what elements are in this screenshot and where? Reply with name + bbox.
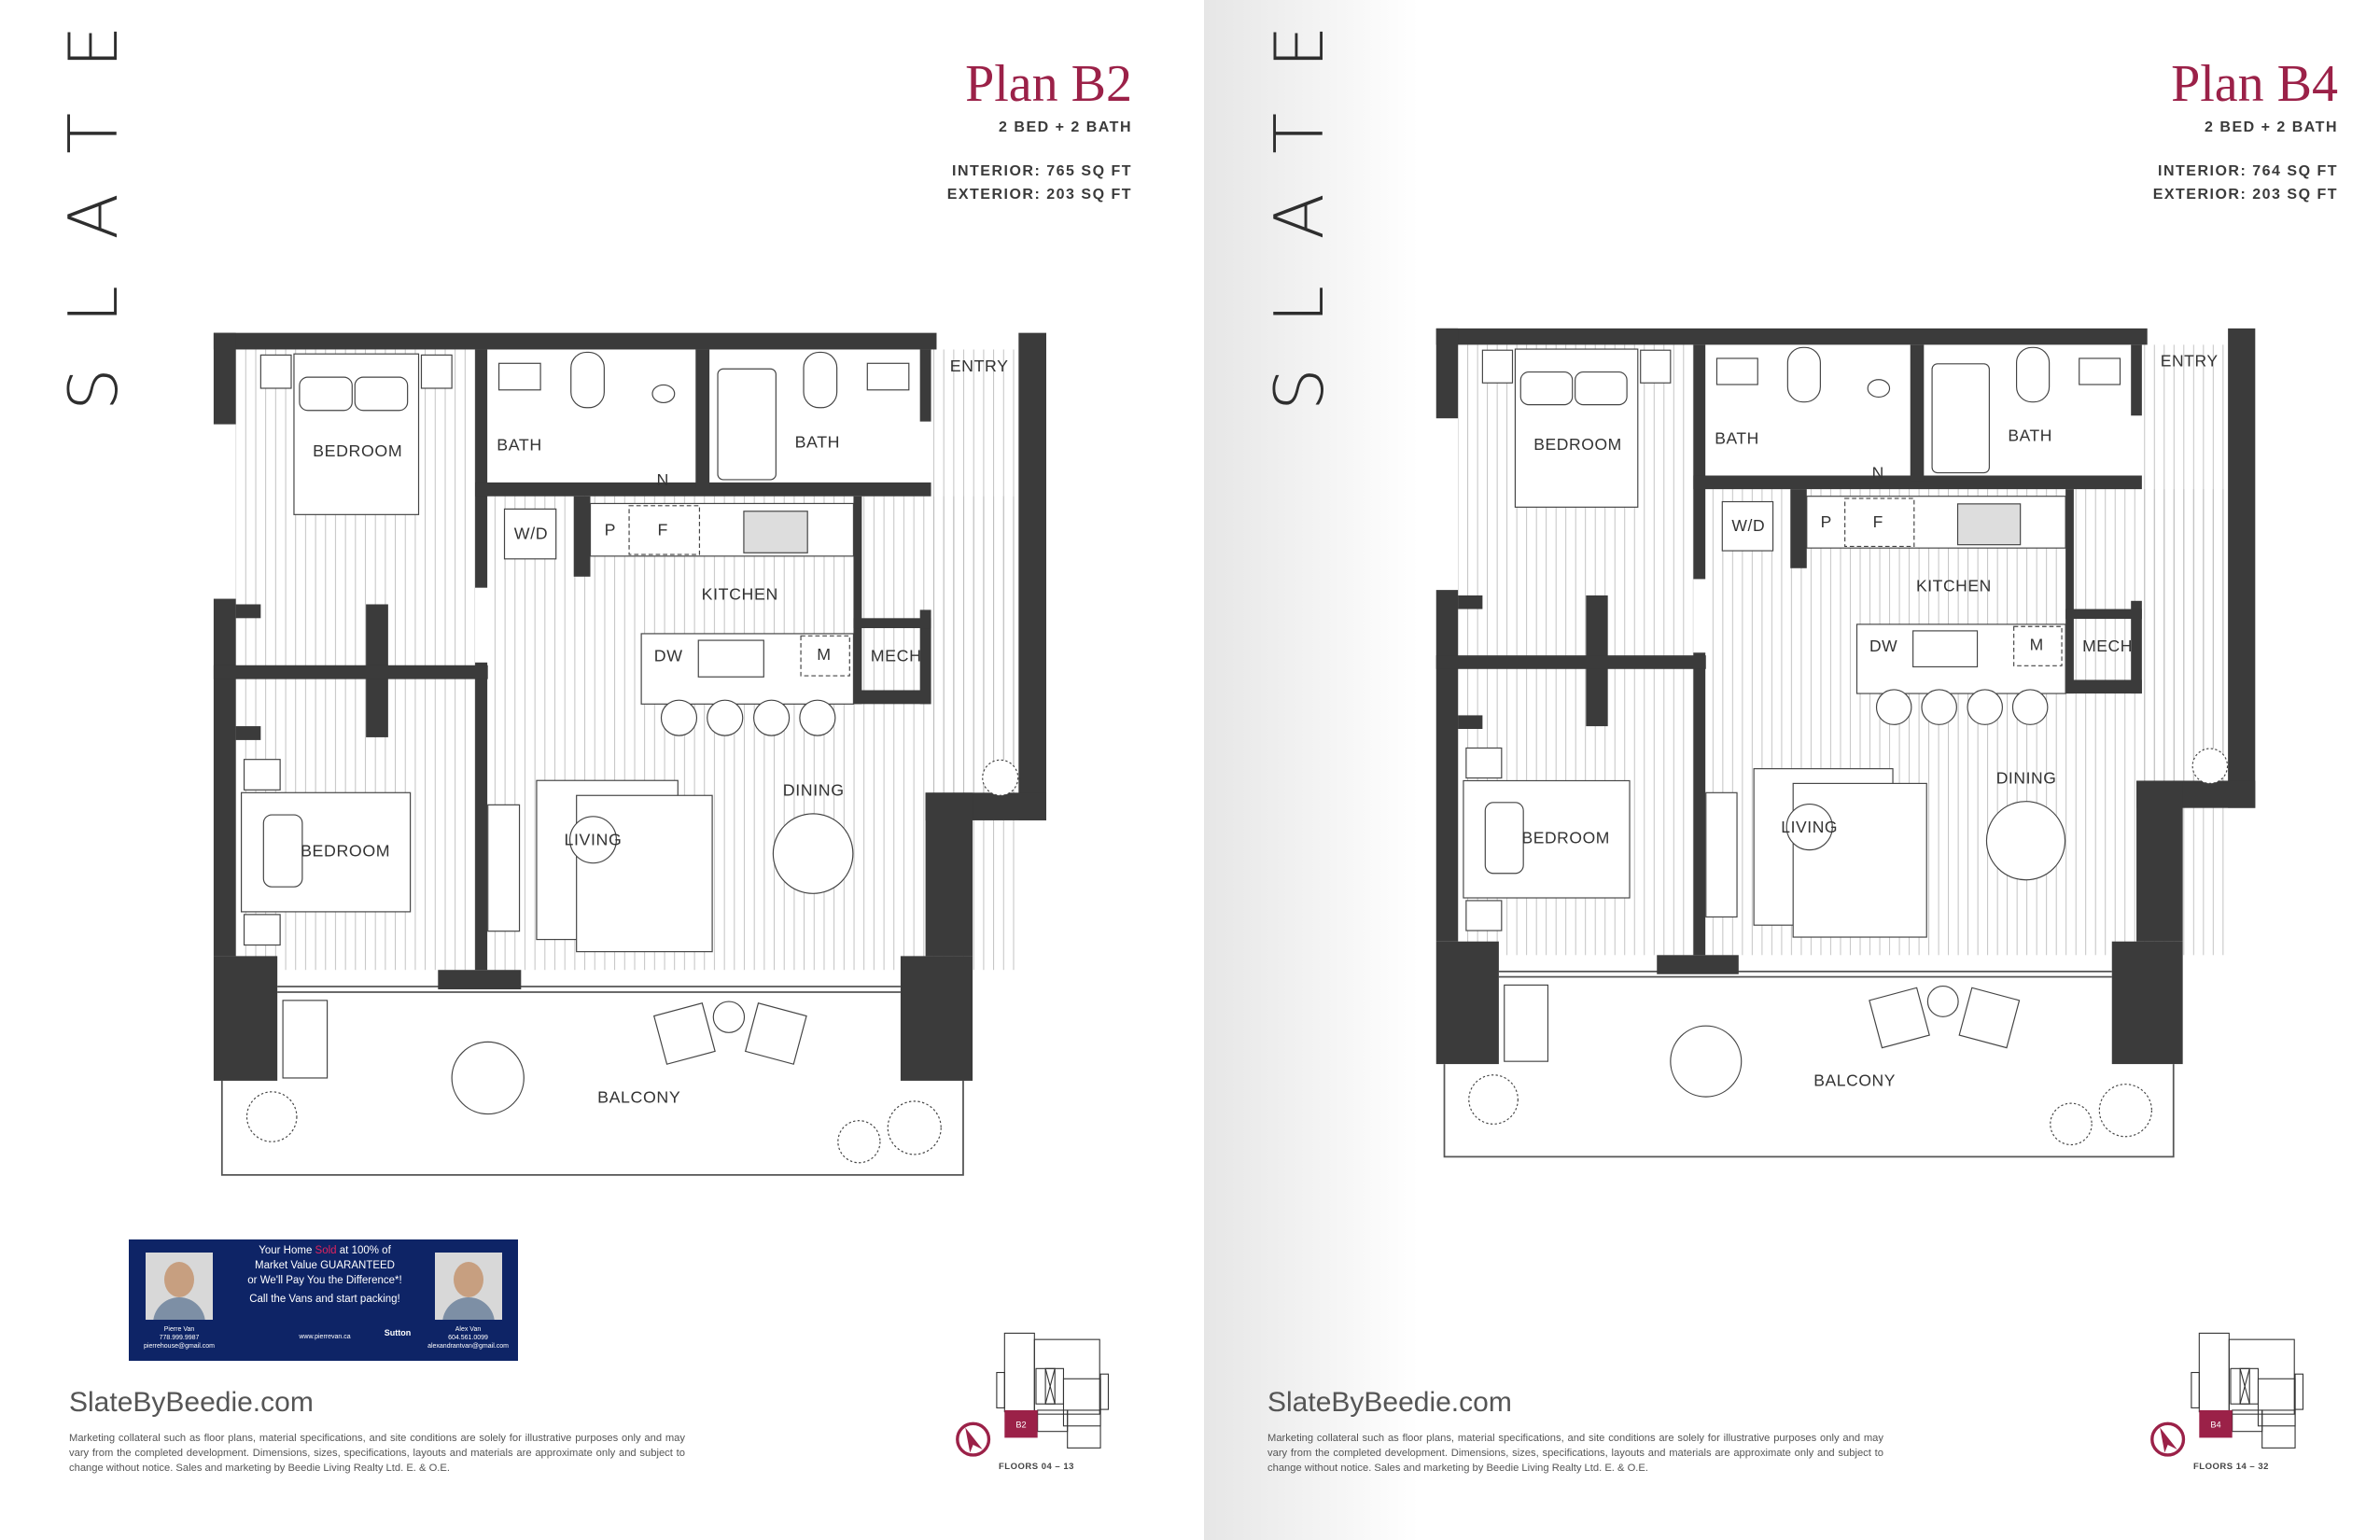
brand-logo: SLATE	[1260, 0, 1338, 411]
floor-plan-drawing: BEDROOM BEDROOM BATH BATH N ENTRY W/D P …	[213, 332, 1047, 1176]
label-pantry: P	[605, 520, 616, 539]
label-fridge: F	[1873, 512, 1883, 531]
furniture	[1463, 346, 2229, 1146]
plan-title: Plan B2	[965, 55, 1132, 113]
north-arrow-icon	[956, 1421, 991, 1457]
label-niche: N	[657, 470, 669, 489]
label-microwave: M	[817, 645, 831, 664]
label-bath-2: BATH	[2008, 427, 2052, 445]
key-plan: B4	[2150, 1332, 2304, 1457]
label-kitchen: KITCHEN	[1916, 576, 1992, 595]
label-living: LIVING	[1781, 818, 1838, 836]
brand-logo: SLATE	[54, 0, 133, 411]
beds-baths: 2 BED + 2 BATH	[999, 119, 1132, 135]
room-labels: BEDROOM BEDROOM BATH BATH N ENTRY W/D P …	[301, 357, 1009, 1107]
label-bedroom-1: BEDROOM	[313, 441, 402, 460]
dining-table	[1985, 801, 2066, 881]
label-dw: DW	[654, 647, 683, 665]
interior-area: INTERIOR: 764 SQ FT	[2158, 163, 2338, 179]
agent-2-photo	[435, 1253, 502, 1320]
label-dining: DINING	[1996, 768, 2057, 787]
label-entry: ENTRY	[2161, 352, 2219, 371]
highlighted-unit	[2199, 1409, 2233, 1438]
label-bath-2: BATH	[795, 433, 841, 452]
label-entry: ENTRY	[950, 357, 1009, 375]
disclaimer: Marketing collateral such as floor plans…	[69, 1433, 685, 1474]
balcony-outline	[220, 986, 964, 1176]
walls	[213, 332, 1047, 1081]
exterior-area: EXTERIOR: 203 SQ FT	[2152, 187, 2338, 203]
walls	[1435, 328, 2256, 1065]
washer-dryer	[1721, 500, 1774, 552]
key-unit-label: B4	[2210, 1420, 2220, 1429]
furniture	[240, 351, 1019, 1164]
page-plan-b4: SLATE Plan B4 2 BED + 2 BATH INTERIOR: 7…	[1204, 0, 2380, 1540]
label-mech: MECH	[2082, 637, 2133, 655]
label-dining: DINING	[783, 780, 845, 799]
label-living: LIVING	[565, 831, 623, 849]
plan-title: Plan B4	[2171, 55, 2338, 113]
website-link[interactable]: SlateByBeedie.com	[69, 1387, 314, 1418]
page-plan-b2: SLATE Plan B2 2 BED + 2 BATH INTERIOR: 7…	[54, 0, 1132, 1474]
realtor-ad-banner[interactable]: Your Home Sold at 100% of Market Value G…	[129, 1239, 518, 1361]
brokerage-logo: Sutton	[384, 1328, 412, 1337]
balcony-outline	[1443, 970, 2175, 1158]
label-bath-1: BATH	[1715, 429, 1759, 448]
label-mech: MECH	[871, 647, 922, 665]
floors-label: FLOORS 04 – 13	[999, 1462, 1074, 1472]
label-balcony: BALCONY	[1813, 1071, 1896, 1089]
key-unit-label: B2	[1015, 1420, 1026, 1429]
label-bedroom-1: BEDROOM	[1533, 435, 1622, 454]
exterior-area: EXTERIOR: 203 SQ FT	[946, 187, 1132, 203]
label-bedroom-2: BEDROOM	[301, 842, 390, 861]
highlighted-unit	[1004, 1409, 1038, 1438]
website-link[interactable]: SlateByBeedie.com	[1267, 1387, 1512, 1418]
label-wd: W/D	[514, 524, 548, 542]
washer-dryer	[503, 508, 557, 560]
room-labels: BEDROOM BEDROOM BATH BATH N ENTRY W/D P …	[1521, 352, 2218, 1090]
label-microwave: M	[2030, 635, 2044, 653]
label-fridge: F	[658, 520, 668, 539]
floors-label: FLOORS 14 – 32	[2193, 1462, 2269, 1472]
label-balcony: BALCONY	[597, 1088, 680, 1107]
label-wd: W/D	[1731, 516, 1765, 535]
interior-area: INTERIOR: 765 SQ FT	[952, 163, 1132, 179]
label-kitchen: KITCHEN	[702, 585, 778, 604]
label-bedroom-2: BEDROOM	[1521, 829, 1610, 847]
north-arrow-icon	[2150, 1421, 2186, 1457]
ad-message: Your Home Sold at 100% of Market Value G…	[247, 1245, 402, 1305]
floor-plan-drawing: BEDROOM BEDROOM BATH BATH N ENTRY W/D P …	[1435, 328, 2256, 1158]
floor-plan: BEDROOM BEDROOM BATH BATH N ENTRY W/D P …	[1428, 322, 2273, 1204]
label-dw: DW	[1869, 637, 1897, 655]
label-pantry: P	[1821, 512, 1832, 531]
floor-plan: BEDROOM BEDROOM BATH BATH N ENTRY W/D P …	[205, 327, 1064, 1223]
tv-console	[487, 804, 521, 932]
key-plan: B2	[956, 1332, 1110, 1457]
dining-table	[772, 813, 854, 894]
tv-console	[1705, 791, 1738, 918]
label-bath-1: BATH	[497, 435, 542, 454]
beds-baths: 2 BED + 2 BATH	[2205, 119, 2338, 135]
label-niche: N	[1872, 463, 1884, 482]
ad-website[interactable]: www.pierrevan.ca	[299, 1334, 351, 1340]
disclaimer: Marketing collateral such as floor plans…	[1267, 1433, 1883, 1474]
agent-1-photo	[146, 1253, 213, 1320]
